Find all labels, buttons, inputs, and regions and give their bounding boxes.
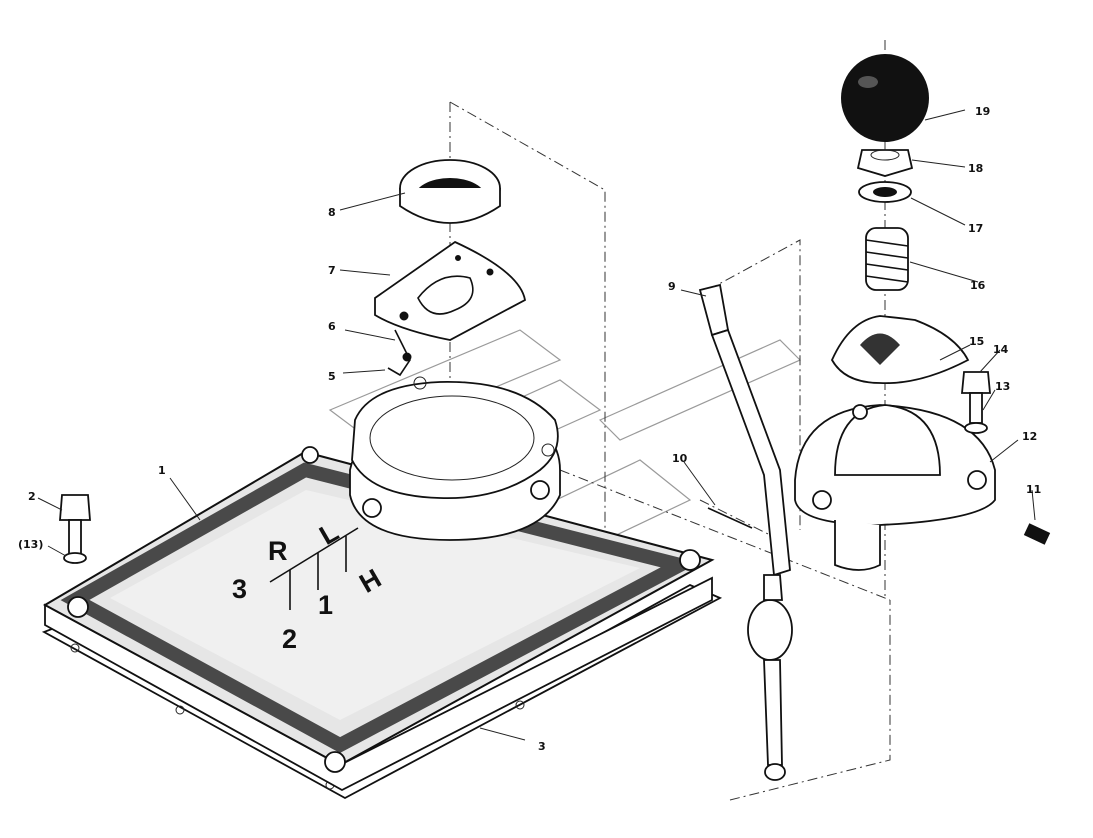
lever-housing [794,404,996,571]
callout-12: 12 [1022,430,1037,443]
shift-gate-plate [374,240,527,341]
callout-2: 2 [28,490,36,503]
leader-lines [37,109,1036,741]
set-screw [1023,523,1051,545]
rubber-boot [830,315,970,385]
lever-pin [707,507,753,529]
callout-labels: 1 2 (13) 3 5 6 7 8 9 10 11 12 13 14 15 1… [18,105,1041,753]
callout-7: 7 [328,264,336,277]
shift-label-3: 3 [232,574,247,604]
coil-spring [865,227,909,291]
shift-knob [841,54,929,142]
callout-5: 5 [328,370,336,383]
housing-gasket [351,376,559,499]
shift-label-1: 1 [318,590,333,620]
detent-spring [387,329,412,377]
callout-3: 3 [538,740,546,753]
callout-8: 8 [328,206,336,219]
spring-washer [858,181,912,203]
callout-6: 6 [328,320,336,333]
callout-16: 16 [970,279,986,292]
callout-9: 9 [668,280,676,293]
callout-11: 11 [1026,483,1041,496]
callout-18: 18 [968,162,983,175]
callout-13-left: (13) [18,538,43,551]
callout-17: 17 [968,222,983,235]
shift-label-2: 2 [282,624,297,654]
callout-15: 15 [969,335,984,348]
gear-shift-lever [698,283,793,781]
gear-shift-cover-plate [42,446,715,792]
left-bolt [59,494,91,564]
callout-10: 10 [672,452,688,465]
callout-1: 1 [158,464,166,477]
top-cap [399,159,501,224]
lock-nut [856,149,914,177]
callout-13-right: 13 [995,380,1010,393]
callout-14: 14 [993,343,1009,356]
right-bolt [961,371,991,434]
callout-19: 19 [975,105,990,118]
shift-label-r: R [268,536,288,566]
